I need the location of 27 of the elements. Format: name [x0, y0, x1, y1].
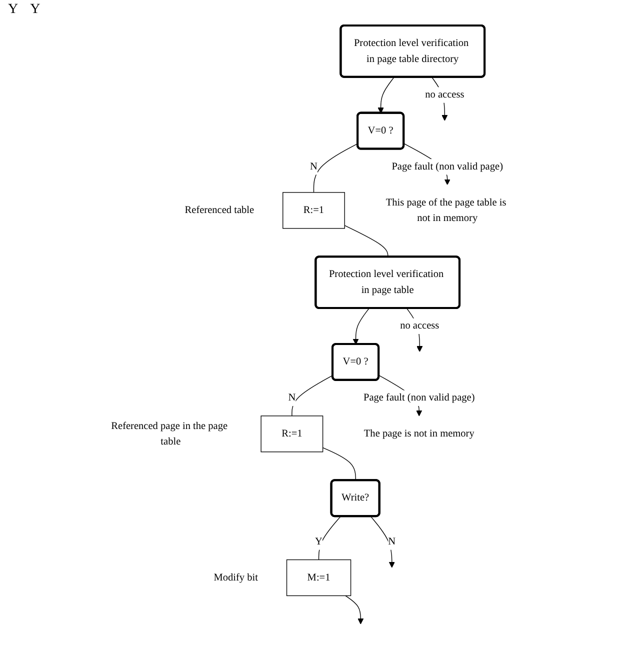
connector — [344, 225, 388, 258]
node-label: Referenced page in the page table — [111, 420, 228, 447]
branch-label: Y — [8, 2, 18, 18]
arrow — [370, 516, 395, 568]
connector — [313, 143, 358, 193]
connector — [322, 447, 356, 481]
edge-label: N — [310, 161, 318, 172]
node-text: This page of the page table is not in memory — [386, 197, 506, 224]
edge-label: no access — [425, 89, 464, 100]
edge-label: N — [388, 536, 396, 548]
node-box: R:=1 — [260, 416, 324, 452]
edge-label: no access — [400, 320, 440, 332]
arrow — [352, 308, 370, 345]
arrow — [378, 76, 394, 114]
node-text: The page is not in memory — [364, 428, 474, 440]
node-box: M:=1 — [286, 559, 352, 596]
node-label: Referenced table — [184, 204, 254, 216]
connector — [318, 516, 341, 560]
edge-label: Page fault (non valid page) — [363, 392, 475, 404]
node-label: Modify bit — [214, 572, 258, 584]
branch-label: Y — [30, 2, 40, 18]
edge-label: Y — [315, 536, 322, 548]
edge-label: Page fault (non valid page) — [392, 161, 503, 172]
connector — [292, 374, 334, 416]
node-box: R:=1 — [282, 192, 345, 229]
arrow — [345, 595, 364, 624]
edge-label: N — [288, 392, 296, 404]
